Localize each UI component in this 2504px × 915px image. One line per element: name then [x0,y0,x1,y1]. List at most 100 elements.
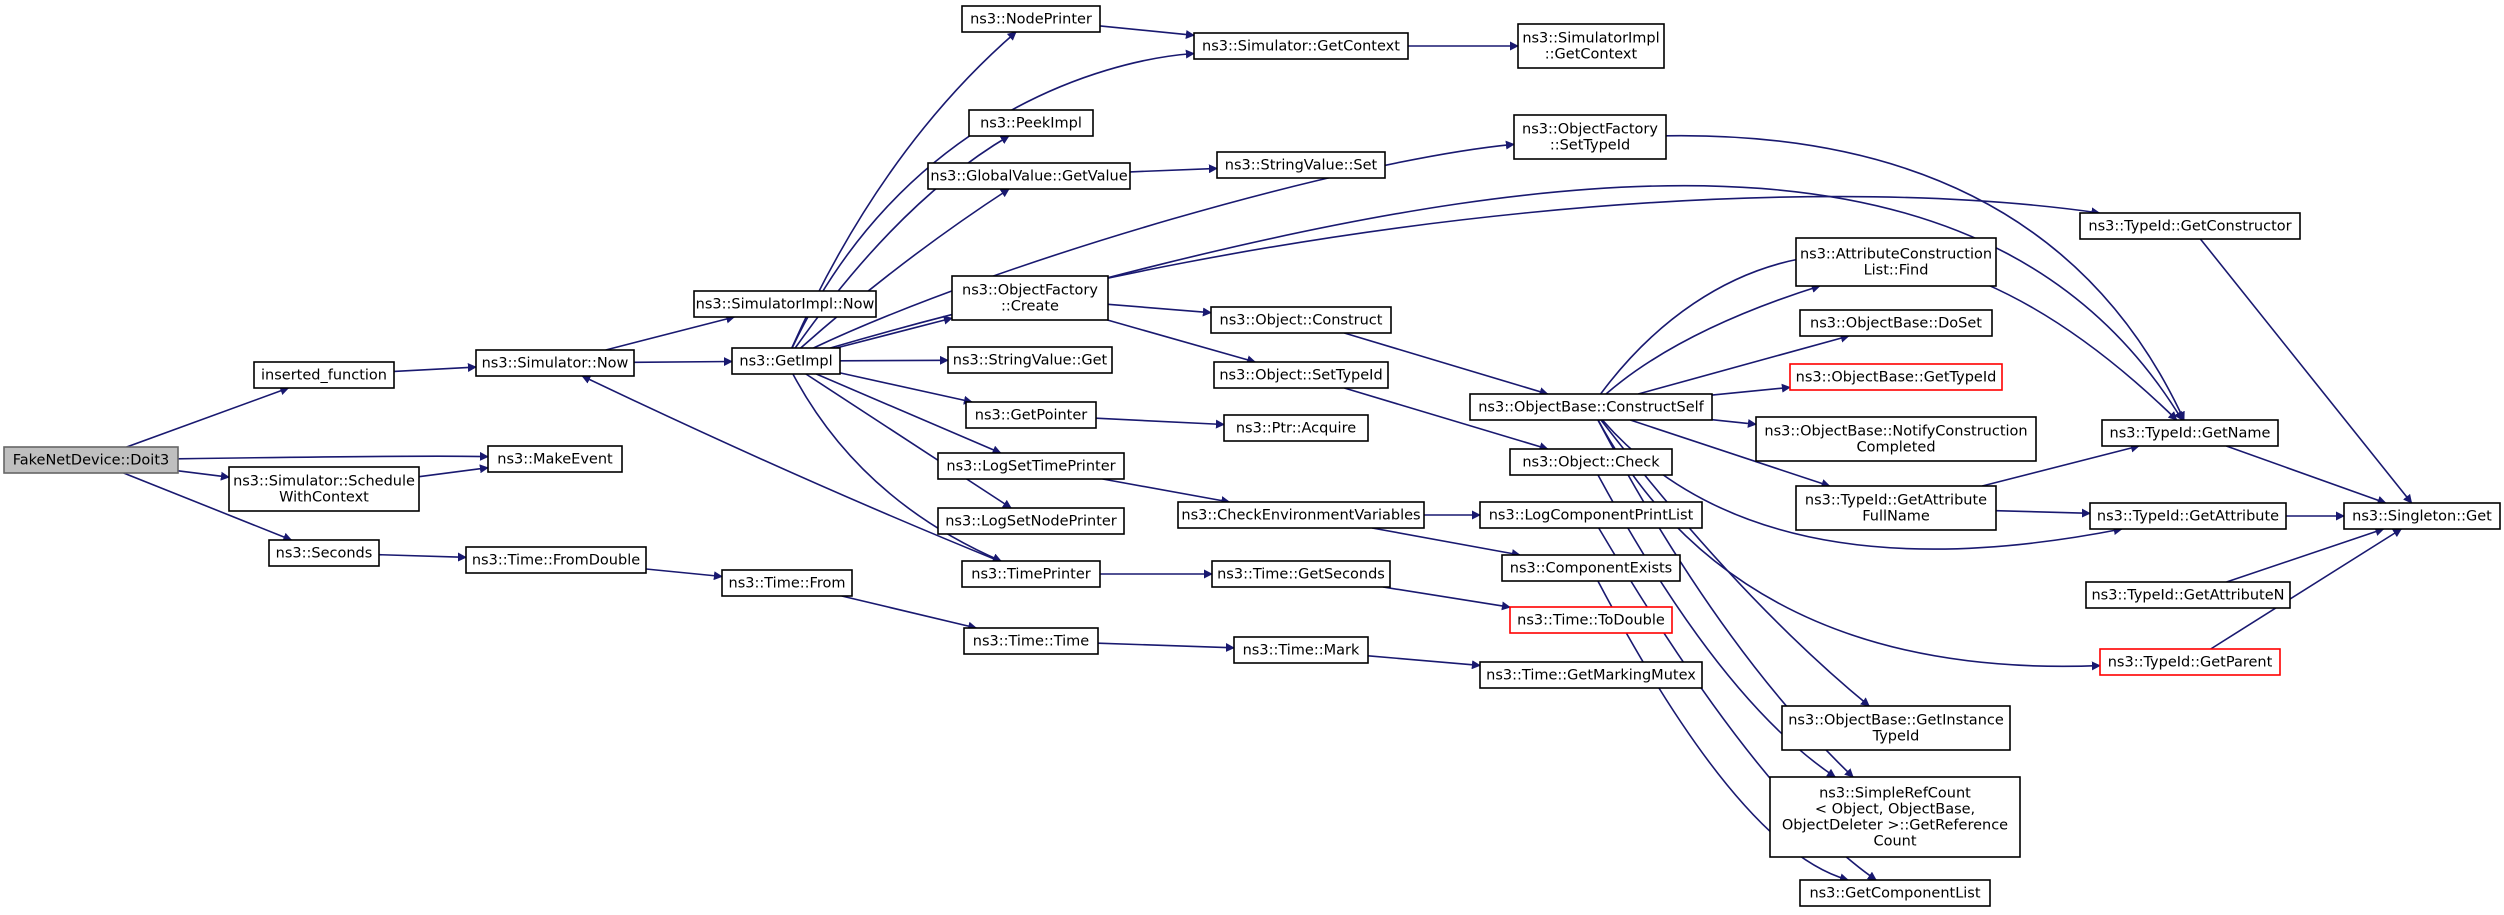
edge-timemark-to-getmarkingmutex [1367,655,1481,670]
node-tidgetname[interactable]: ns3::TypeId::GetName [2101,419,2279,447]
node-inserted[interactable]: inserted_function [253,361,395,389]
node-box [927,162,1131,190]
node-svget[interactable]: ns3::StringValue::Get [947,346,1113,374]
node-label: ns3::Time::FromDouble [472,552,640,568]
node-box [961,560,1101,588]
node-box [228,466,420,512]
node-box [3,446,179,474]
node-ofsettypeid[interactable]: ns3::ObjectFactory::SetTypeId [1513,114,1667,160]
node-label: ns3::PeekImpl [980,115,1082,131]
node-label: ns3::TimePrinter [971,566,1091,582]
node-simplerefcount[interactable]: ns3::SimpleRefCount< Object, ObjectBase,… [1769,776,2021,858]
node-tidgetattrn[interactable]: ns3::TypeId::GetAttributeN [2085,581,2291,609]
node-box [2099,648,2281,676]
node-tidgetparent[interactable]: ns3::TypeId::GetParent [2099,648,2281,676]
node-label: ns3::Simulator::Schedule [233,473,415,489]
node-getimpl[interactable]: ns3::GetImpl [731,347,841,375]
edge-timeprinter-to-simnow [581,375,1000,562]
node-nodeprinter[interactable]: ns3::NodePrinter [961,5,1101,33]
node-ptracquire[interactable]: ns3::Ptr::Acquire [1223,414,1369,442]
node-box [475,349,635,377]
node-tidgetattr[interactable]: ns3::TypeId::GetAttribute [2089,502,2287,530]
node-ofcreate[interactable]: ns3::ObjectFactory::Create [951,275,1109,321]
node-peekimpl[interactable]: ns3::PeekImpl [968,109,1094,137]
node-obgettypeid[interactable]: ns3::ObjectBase::GetTypeId [1789,363,2003,391]
node-box [2101,419,2279,447]
node-obnotify[interactable]: ns3::ObjectBase::NotifyConstructionCompl… [1755,416,2037,462]
node-todouble[interactable]: ns3::Time::ToDouble [1509,606,1673,634]
node-doit3[interactable]: FakeNetDevice::Doit3 [3,446,179,474]
node-label: ::SetTypeId [1550,137,1630,153]
node-box [1781,705,2011,751]
node-svset[interactable]: ns3::StringValue::Set [1216,151,1386,179]
edge-tidgetattrfull-to-tidgetname [1982,443,2140,487]
node-simgetctx[interactable]: ns3::Simulator::GetContext [1193,32,1409,60]
node-label: ns3::TypeId::GetConstructor [2088,218,2291,234]
edge-getimpl-to-logsettime [815,373,1002,454]
node-logcomplist[interactable]: ns3::LogComponentPrintList [1479,501,1703,529]
node-compexists[interactable]: ns3::ComponentExists [1501,554,1681,582]
node-label: ns3::Object::Construct [1220,312,1383,328]
node-label: ns3::SimpleRefCount [1819,785,1971,801]
edge-fromdouble-to-timefrom [645,568,723,581]
node-obconstructself[interactable]: ns3::ObjectBase::ConstructSelf [1469,393,1713,421]
node-label: ns3::LogSetTimePrinter [946,458,1115,474]
node-getcomplist[interactable]: ns3::GetComponentList [1799,879,1991,907]
node-label: ns3::ObjectBase::ConstructSelf [1478,399,1704,415]
node-box [1755,416,2037,462]
edge-timetime-to-timemark [1097,642,1235,653]
node-label: ns3::ObjectBase::GetTypeId [1796,369,1997,385]
node-label: ns3::Simulator::GetContext [1202,38,1400,54]
node-box [965,401,1097,429]
node-box [2089,502,2287,530]
node-timeprinter[interactable]: ns3::TimePrinter [961,560,1101,588]
node-label: ns3::GetImpl [739,353,832,369]
edge-tidgetattrn-to-singletonget [2226,527,2385,583]
node-label: ns3::TypeId::GetAttribute [2097,508,2279,524]
node-label: ns3::TypeId::GetAttributeN [2091,587,2284,603]
node-getmarkingmutex[interactable]: ns3::Time::GetMarkingMutex [1479,661,1703,689]
node-tidgetconstructor[interactable]: ns3::TypeId::GetConstructor [2079,212,2301,240]
node-timetime[interactable]: ns3::Time::Time [963,627,1099,655]
node-gvgetvalue[interactable]: ns3::GlobalValue::GetValue [927,162,1131,190]
node-getseconds[interactable]: ns3::Time::GetSeconds [1211,560,1391,588]
edge-getimpl-to-ofsettypeid [813,140,1515,349]
node-objcheck[interactable]: ns3::Object::Check [1509,448,1673,476]
node-simimplgetctx[interactable]: ns3::SimulatorImpl::GetContext [1517,23,1665,69]
node-objconstruct[interactable]: ns3::Object::Construct [1210,306,1392,334]
node-timemark[interactable]: ns3::Time::Mark [1233,636,1369,664]
node-label: ns3::MakeEvent [497,451,613,467]
node-simnow[interactable]: ns3::Simulator::Now [475,349,635,377]
node-box [1479,501,1703,529]
edge-obconstructself-to-tidgetattrfull [1630,419,1831,488]
node-label: ns3::ObjectBase::GetInstance [1788,712,2004,728]
node-objsettypeid[interactable]: ns3::Object::SetTypeId [1213,361,1389,389]
node-singletonget[interactable]: ns3::Singleton::Get [2343,502,2501,530]
node-simimplnow[interactable]: ns3::SimulatorImpl::Now [693,290,877,318]
node-label: ns3::TypeId::GetAttribute [1805,492,1987,508]
edge-ofcreate-to-objsettypeid [1107,319,1257,365]
node-fromdouble[interactable]: ns3::Time::FromDouble [465,546,647,574]
node-obdoset[interactable]: ns3::ObjectBase::DoSet [1799,309,1993,337]
node-logsettime[interactable]: ns3::LogSetTimePrinter [937,452,1125,480]
node-logsetnode[interactable]: ns3::LogSetNodePrinter [937,507,1125,535]
node-box [1193,32,1409,60]
node-timefrom[interactable]: ns3::Time::From [721,569,853,597]
node-checkenv[interactable]: ns3::CheckEnvironmentVariables [1177,501,1425,529]
node-label: FullName [1862,508,1930,524]
node-box [1789,363,2003,391]
node-label: ns3::Object::SetTypeId [1219,367,1382,383]
node-seconds[interactable]: ns3::Seconds [268,539,380,567]
node-box [937,507,1125,535]
node-getpointer[interactable]: ns3::GetPointer [965,401,1097,429]
node-box [1799,309,1993,337]
node-label: ns3::Seconds [276,545,373,561]
node-makeevent[interactable]: ns3::MakeEvent [487,445,623,473]
edge-getimpl-to-svget [839,355,949,365]
node-label: ns3::StringValue::Set [1225,157,1378,173]
edge-gvgetvalue-to-svset [1129,164,1218,174]
